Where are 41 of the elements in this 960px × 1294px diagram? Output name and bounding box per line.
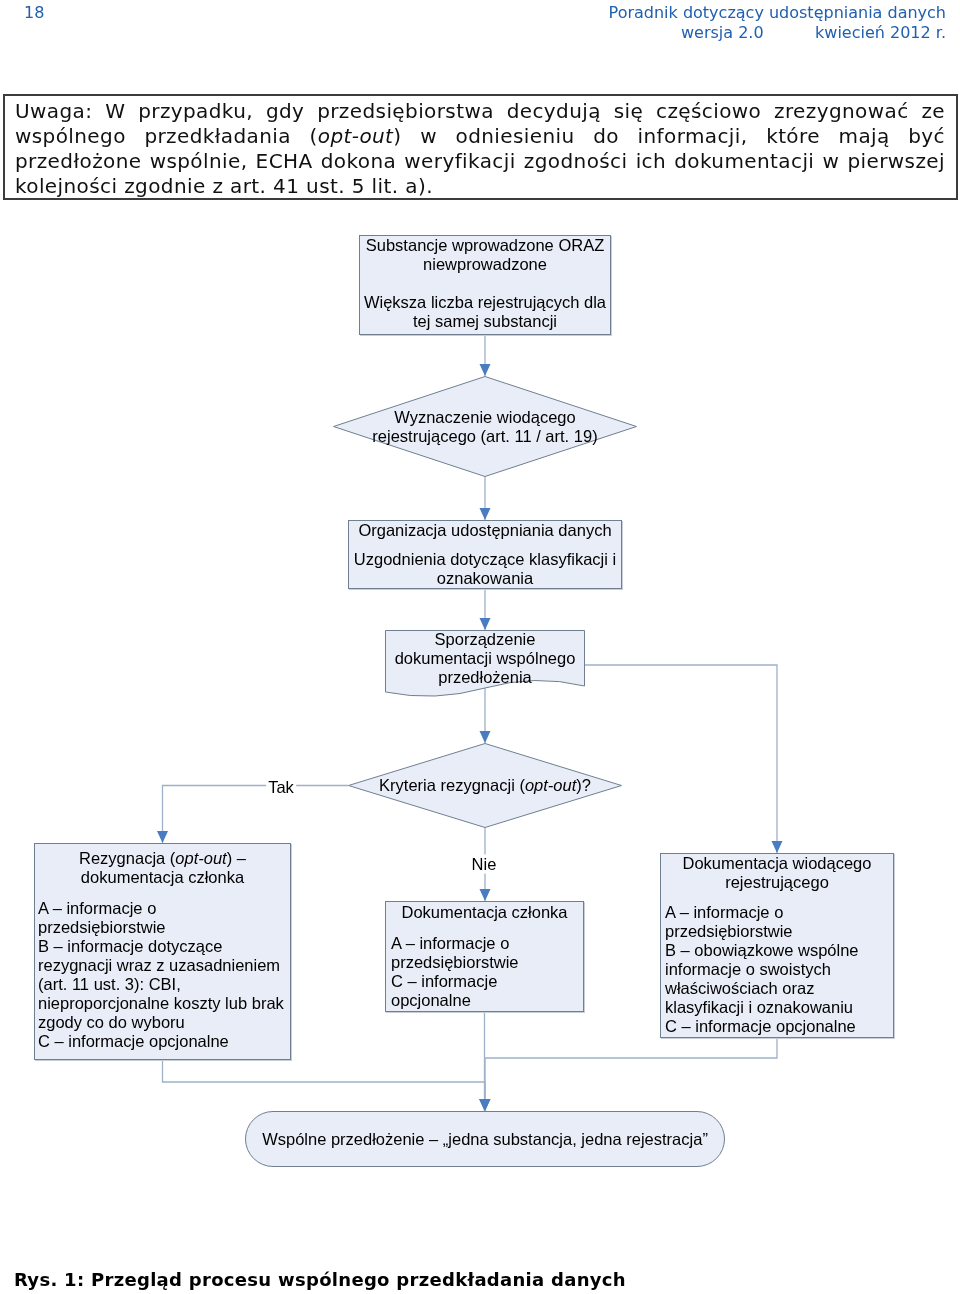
arrow bbox=[584, 664, 783, 854]
decision-diamond bbox=[348, 743, 622, 828]
node-text: Kryteria rezygnacji (opt-out)? bbox=[378, 776, 592, 795]
version-label: wersja 2.0 bbox=[681, 23, 764, 43]
list-item: A – informacje o przedsiębiorstwie bbox=[665, 903, 794, 941]
list-item: B – obowiązkowe wspólne informacje o swoistych właściwościach oraz klasyfikacji i oznakowaniu bbox=[665, 941, 860, 1017]
page-number: 18 bbox=[24, 3, 45, 23]
process-box bbox=[385, 901, 584, 1012]
box-heading: Rezygnacja (opt-out) – dokumentacja członka bbox=[78, 849, 247, 887]
node-text: Wyznaczenie wiodącego rejestrującego (art. 11 / art. 19) bbox=[371, 407, 599, 446]
node-text: Wspólne przedłożenie – „jedna substancja, jedna rejestracja” bbox=[262, 1129, 708, 1149]
list-item: C – informacje opcjonalne bbox=[38, 1032, 230, 1051]
list-item: A – informacje o przedsiębiorstwie bbox=[38, 899, 167, 937]
box-text: Większa liczba rejestrujących dla tej samej substancji bbox=[362, 293, 608, 331]
list-item: B – informacje dotyczące rezygnacji wraz z uzasadnieniem (art. 11 ust. 3): CBI, nieproporcjonalne koszty lub brak zgody co do wyboru bbox=[38, 937, 285, 1032]
box-heading: Organizacja udostępniania danych bbox=[357, 521, 613, 540]
process-box bbox=[34, 843, 291, 1060]
arrow bbox=[479, 588, 491, 631]
box-heading: Dokumentacja członka bbox=[400, 903, 569, 922]
arrow bbox=[479, 1037, 778, 1112]
header-title: Poradnik dotyczący udostępniania danych bbox=[608, 3, 946, 23]
list-item: C – informacje opcjonalne bbox=[391, 972, 499, 1010]
process-box bbox=[348, 520, 622, 589]
box-heading: Dokumentacja wiodącego rejestrującego bbox=[681, 854, 873, 892]
document-shape bbox=[385, 630, 585, 700]
process-box bbox=[359, 235, 611, 335]
list-item: C – informacje opcjonalne bbox=[665, 1017, 857, 1036]
figure-caption: Rys. 1: Przegląd procesu wspólnego przedkładania danych bbox=[14, 1268, 626, 1292]
arrow bbox=[479, 476, 491, 521]
decision-diamond bbox=[333, 376, 637, 477]
note-text: Uwaga: W przypadku, gdy przedsiębiorstwa decydują się częściowo zrezygnować ze wspólnego przedkładania (opt-out) w odniesieniu do informacji, które mają być przedłożone wspólnie, ECHA dokona weryfikacji zgodności ich dokumentacji w pierwszej kolejności zgodnie z art. 41 ust. 5 lit. a). bbox=[15, 99, 945, 199]
box-heading: Substancje wprowadzone ORAZ niewprowadzone bbox=[364, 236, 606, 274]
node-text: Sporządzenie dokumentacji wspólnego przedłożenia bbox=[393, 630, 577, 687]
terminal-shape bbox=[245, 1111, 725, 1167]
arrow bbox=[479, 687, 491, 744]
arrow bbox=[479, 334, 491, 377]
box-text: Uzgodnienia dotyczące klasyfikacji i oznakowania bbox=[352, 550, 618, 588]
list-item: A – informacje o przedsiębiorstwie bbox=[391, 934, 520, 972]
process-box bbox=[660, 853, 894, 1038]
date-label: kwiecień 2012 r. bbox=[815, 23, 946, 43]
edge-label: Nie bbox=[469, 854, 499, 874]
